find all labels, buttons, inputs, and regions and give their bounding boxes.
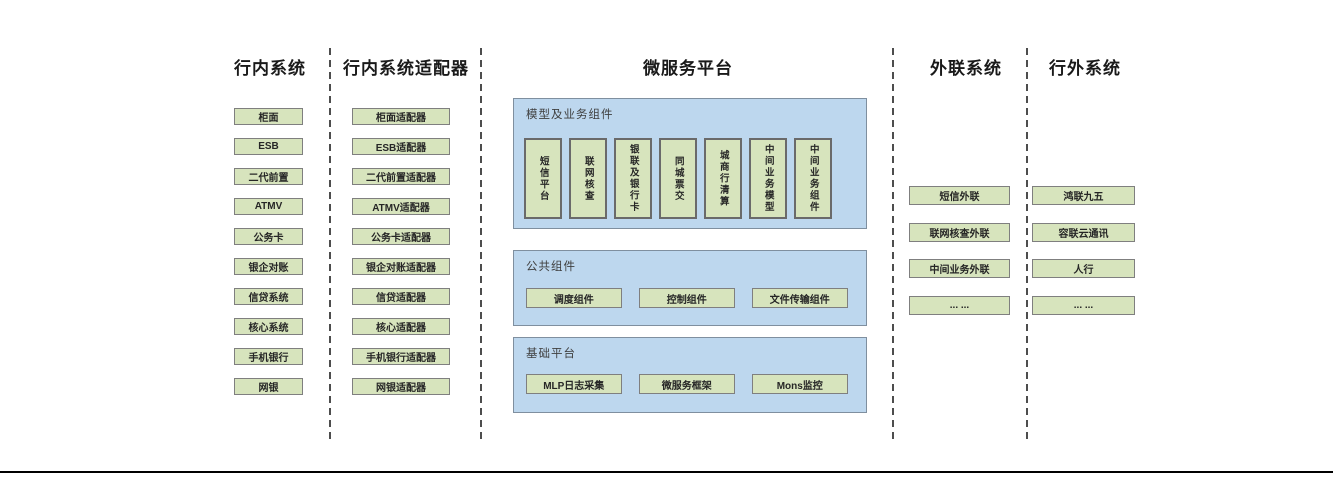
column-separator-4 [1026, 48, 1028, 443]
panel-title-base-platform: 基础平台 [526, 348, 576, 360]
outreach-system-box: 联网核查外联 [909, 222, 1010, 242]
panel-title-common-components: 公共组件 [526, 261, 576, 273]
inhouse-system-box: 信贷系统 [234, 288, 303, 305]
external-systems-list: 鸿联九五容联云通讯人行 ... ... [1032, 186, 1135, 316]
column-title-inhouse-systems: 行内系统 [234, 59, 306, 78]
outreach-system-box: ... ... [909, 296, 1010, 316]
external-system-box: 人行 [1032, 259, 1135, 279]
inhouse-system-box: 手机银行 [234, 348, 303, 365]
model-components-row: 短信平台联网核查银联及银行卡同城票交城商行清算中间业务模型中间业务组件 [524, 138, 832, 219]
base-platform-row: MLP日志采集微服务框架 Mons监控 [526, 374, 848, 394]
model-component-box: 银联及银行卡 [614, 138, 652, 219]
external-system-box: ... ... [1032, 296, 1135, 316]
column-title-inhouse-adapters: 行内系统适配器 [343, 59, 469, 78]
inhouse-system-box: 公务卡 [234, 228, 303, 245]
inhouse-adapters-list: 柜面适配器 ESB适配器二代前置适配器 ATMV适配器公务卡适配器银企对账适配器信贷… [352, 108, 450, 395]
column-separator-1 [329, 48, 331, 443]
inhouse-system-box: 银企对账 [234, 258, 303, 275]
outreach-systems-list: 短信外联联网核查外联中间业务外联 ... ... [909, 186, 1010, 316]
inhouse-system-box: ESB [234, 138, 303, 155]
outreach-system-box: 短信外联 [909, 186, 1010, 205]
common-component-box: 调度组件 [526, 288, 622, 308]
column-title-external-systems: 行外系统 [1049, 59, 1121, 78]
adapter-box: 银企对账适配器 [352, 258, 450, 275]
bottom-divider-line [0, 471, 1333, 473]
model-component-box: 短信平台 [524, 138, 562, 219]
column-title-microservice-platform: 微服务平台 [643, 59, 733, 78]
panel-title-model-business: 模型及业务组件 [526, 109, 614, 121]
common-component-box: 控制组件 [639, 288, 735, 308]
panel-common-components: 公共组件 调度组件控制组件文件传输组件 [513, 250, 867, 326]
column-separator-2 [480, 48, 482, 443]
adapter-box: 网银适配器 [352, 378, 450, 395]
model-component-box: 中间业务模型 [749, 138, 787, 219]
external-system-box: 容联云通讯 [1032, 222, 1135, 242]
adapter-box: 柜面适配器 [352, 108, 450, 125]
panel-model-business-components: 模型及业务组件 短信平台联网核查银联及银行卡同城票交城商行清算中间业务模型中间业… [513, 98, 867, 229]
column-title-outreach-systems: 外联系统 [930, 59, 1002, 78]
inhouse-system-box: 网银 [234, 378, 303, 395]
base-platform-box: 微服务框架 [639, 374, 735, 394]
common-component-box: 文件传输组件 [752, 288, 848, 308]
model-component-box: 城商行清算 [704, 138, 742, 219]
adapter-box: 核心适配器 [352, 318, 450, 335]
model-component-box: 中间业务组件 [794, 138, 832, 219]
common-components-row: 调度组件控制组件文件传输组件 [526, 288, 848, 308]
model-component-box: 联网核查 [569, 138, 607, 219]
adapter-box: ESB适配器 [352, 138, 450, 155]
external-system-box: 鸿联九五 [1032, 186, 1135, 205]
column-separator-3 [892, 48, 894, 443]
adapter-box: 信贷适配器 [352, 288, 450, 305]
inhouse-system-box: 柜面 [234, 108, 303, 125]
inhouse-system-box: ATMV [234, 198, 303, 215]
adapter-box: 公务卡适配器 [352, 228, 450, 245]
base-platform-box: Mons监控 [752, 374, 848, 394]
model-component-box: 同城票交 [659, 138, 697, 219]
outreach-system-box: 中间业务外联 [909, 259, 1010, 279]
adapter-box: 手机银行适配器 [352, 348, 450, 365]
adapter-box: 二代前置适配器 [352, 168, 450, 185]
adapter-box: ATMV适配器 [352, 198, 450, 215]
inhouse-systems-list: 柜面 ESB 二代前置 ATMV 公务卡银企对账信贷系统核心系统手机银行网银 [234, 108, 303, 395]
inhouse-system-box: 核心系统 [234, 318, 303, 335]
base-platform-box: MLP日志采集 [526, 374, 622, 394]
inhouse-system-box: 二代前置 [234, 168, 303, 185]
panel-base-platform: 基础平台 MLP日志采集微服务框架 Mons监控 [513, 337, 867, 413]
